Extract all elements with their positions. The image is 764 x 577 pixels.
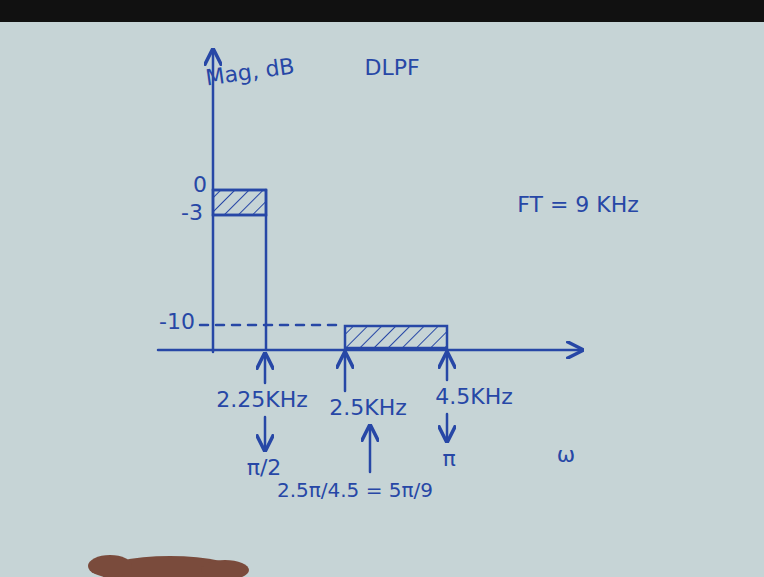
normalized-frequency: π/2 bbox=[247, 455, 282, 480]
pointer-arrow bbox=[344, 353, 347, 391]
stopband-hatch bbox=[345, 326, 447, 348]
tick-value: -10 bbox=[159, 309, 195, 334]
pointer-arrow bbox=[264, 417, 267, 450]
normalized-frequency: 2.5π/4.5 = 5π/9 bbox=[277, 479, 433, 502]
tick-value: -3 bbox=[181, 200, 203, 225]
pointer-arrow bbox=[369, 426, 372, 472]
passband-top bbox=[213, 189, 266, 192]
sampling-frequency: FT = 9 KHz bbox=[517, 192, 639, 217]
passband-ripple bbox=[213, 214, 266, 217]
title: DLPF bbox=[364, 55, 419, 80]
stopband-level bbox=[200, 324, 340, 327]
normalized-frequency: π bbox=[442, 446, 455, 471]
frequency-label: 2.5KHz bbox=[329, 395, 407, 420]
tick-value: 0 bbox=[193, 172, 207, 197]
pointer-arrow bbox=[446, 414, 449, 441]
top-band bbox=[0, 0, 764, 22]
frequency-label: 2.25KHz bbox=[216, 387, 308, 412]
axis-label: ω bbox=[557, 442, 575, 467]
pointer-arrow bbox=[446, 353, 449, 380]
frequency-label: 4.5KHz bbox=[435, 384, 513, 409]
pointer-arrow bbox=[264, 354, 267, 383]
hand bbox=[88, 555, 249, 577]
passband-hatch bbox=[213, 190, 266, 215]
